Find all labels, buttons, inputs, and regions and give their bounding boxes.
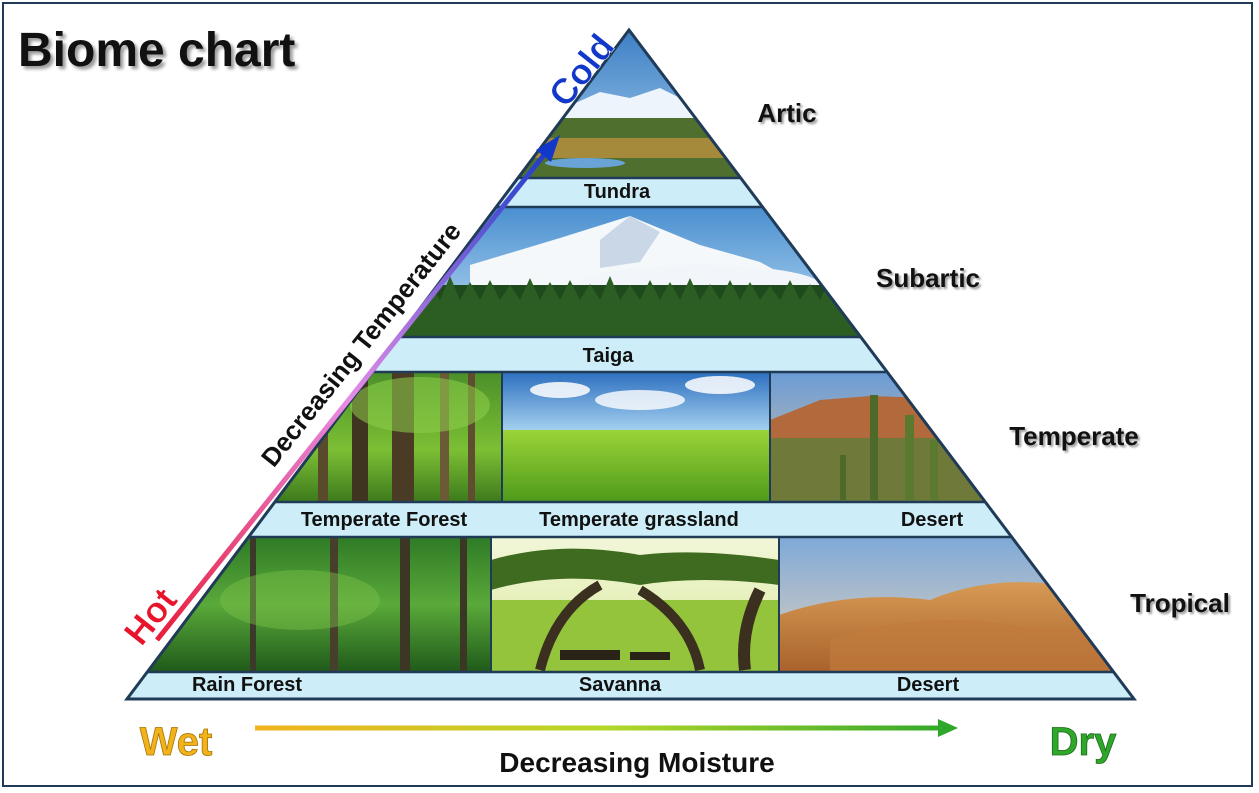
temperate-grassland-label: Temperate grassland [539,509,739,531]
savanna-label: Savanna [579,674,662,696]
wet-label: Wet [140,720,213,764]
chart-title: Biome chart [18,24,295,77]
tropical-desert-image [779,537,1134,672]
savanna-image [491,537,779,672]
temperate-desert-label: Desert [901,509,964,531]
zone-label-arctic: Artic [757,98,816,128]
rain-forest-label: Rain Forest [192,674,302,696]
tundra-image [520,30,760,178]
tundra-label: Tundra [584,181,651,203]
temperate-forest-label: Temperate Forest [301,509,468,531]
taiga-image [380,207,920,337]
temperature-arrowhead-icon [536,135,560,162]
column-dividers [490,372,780,672]
tropical-desert-label: Desert [897,674,960,696]
dry-label: Dry [1050,720,1117,764]
temperate-grassland-image [502,372,770,502]
temperature-arrow-line [155,148,550,642]
taiga-label: Taiga [583,345,635,367]
moisture-arrowhead-icon [938,719,958,737]
rain-forest-image [127,537,491,672]
zone-label-subarctic: Subartic [876,263,980,293]
zone-label-temperate: Temperate [1009,421,1139,451]
moisture-axis: Decreasing Moisture Wet Dry [139,719,1118,778]
temperate-desert-image [770,372,990,502]
zone-label-tropical: Tropical [1130,588,1230,618]
moisture-axis-label: Decreasing Moisture [499,747,774,778]
